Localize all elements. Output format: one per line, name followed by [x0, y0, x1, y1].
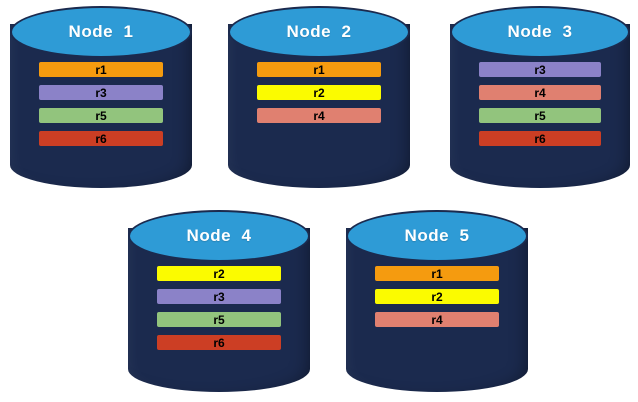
- node-5-replica-list: r1 r2 r4: [346, 266, 528, 327]
- replica-r5[interactable]: r5: [478, 108, 602, 123]
- replica-r6[interactable]: r6: [478, 131, 602, 146]
- node-4-cylinder-top: [128, 210, 310, 262]
- replica-r1[interactable]: r1: [39, 62, 163, 77]
- node-4-cylinder-icon: [128, 210, 310, 392]
- replica-r2[interactable]: r2: [375, 289, 499, 304]
- replica-r4[interactable]: r4: [257, 108, 381, 123]
- replica-r1[interactable]: r1: [375, 266, 499, 281]
- replica-r4[interactable]: r4: [478, 85, 602, 100]
- node-5-cylinder-icon: [346, 210, 528, 392]
- node-2-cylinder-top: [228, 6, 410, 58]
- node-1[interactable]: Node 1 r1 r3 r5 r6: [10, 6, 192, 188]
- node-5[interactable]: Node 5 r1 r2 r4: [346, 210, 528, 392]
- replica-r6[interactable]: r6: [157, 335, 281, 350]
- replica-r3[interactable]: r3: [39, 85, 163, 100]
- replica-r6[interactable]: r6: [39, 131, 163, 146]
- node-4[interactable]: Node 4 r2 r3 r5 r6: [128, 210, 310, 392]
- node-3-cylinder-icon: [450, 6, 630, 188]
- replica-r2[interactable]: r2: [257, 85, 381, 100]
- node-1-cylinder-top: [10, 6, 192, 58]
- node-3-replica-list: r3 r4 r5 r6: [450, 62, 630, 146]
- node-4-label: Node 4: [186, 226, 252, 245]
- node-1-cylinder-icon: [10, 6, 192, 188]
- replica-r1[interactable]: r1: [257, 62, 381, 77]
- node-2-replica-list: r1 r2 r4: [228, 62, 410, 123]
- node-2-label: Node 2: [286, 22, 352, 41]
- node-2-cylinder-icon: [228, 6, 410, 188]
- replica-r3[interactable]: r3: [157, 289, 281, 304]
- node-5-label: Node 5: [404, 226, 470, 245]
- node-1-replica-list: r1 r3 r5 r6: [10, 62, 192, 146]
- node-3-cylinder-top: [450, 6, 630, 58]
- node-2[interactable]: Node 2 r1 r2 r4: [228, 6, 410, 188]
- node-3-label: Node 3: [507, 22, 573, 41]
- replica-r5[interactable]: r5: [157, 312, 281, 327]
- node-3[interactable]: Node 3 r3 r4 r5 r6: [450, 6, 630, 188]
- node-4-replica-list: r2 r3 r5 r6: [128, 266, 310, 350]
- replica-r4[interactable]: r4: [375, 312, 499, 327]
- node-1-label: Node 1: [68, 22, 134, 41]
- replica-r2[interactable]: r2: [157, 266, 281, 281]
- replica-r5[interactable]: r5: [39, 108, 163, 123]
- node-5-cylinder-top: [346, 210, 528, 262]
- replica-r3[interactable]: r3: [478, 62, 602, 77]
